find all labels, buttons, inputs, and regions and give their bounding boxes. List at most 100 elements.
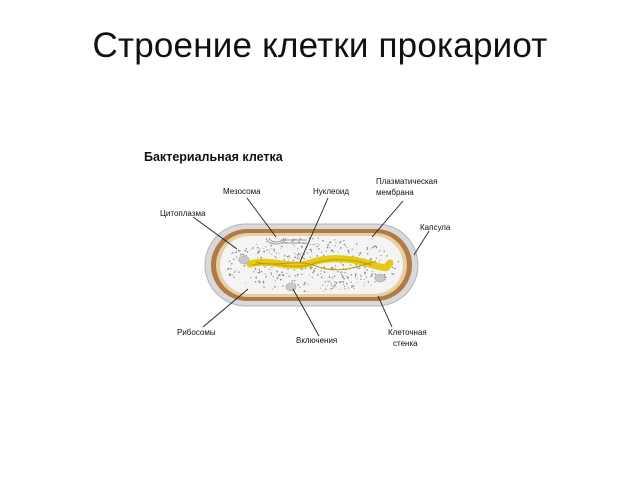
ribosome-dot	[375, 247, 378, 249]
ribosome-dot	[297, 283, 299, 286]
ribosome-dot	[273, 248, 275, 251]
ribosome-dot	[307, 284, 309, 286]
ribosome-dot	[275, 252, 277, 254]
ribosome-dot	[294, 245, 296, 247]
ribosome-dot	[257, 272, 259, 274]
ribosome-dot	[323, 271, 325, 273]
ribosome-dot	[274, 280, 277, 282]
ribosome-dot	[268, 251, 271, 254]
label-cell-wall-line2: стенка	[393, 339, 418, 348]
ribosome-dot	[358, 254, 360, 256]
ribosome-dot	[333, 275, 336, 278]
ribosome-dot	[258, 250, 261, 252]
ribosome-dot	[316, 245, 318, 248]
ribosome-dot	[271, 288, 274, 290]
ribosome-dot	[363, 282, 365, 284]
ribosome-dot	[350, 281, 352, 284]
ribosome-dot	[360, 275, 362, 277]
leader-line-capsule	[413, 230, 430, 256]
ribosome-dot	[343, 239, 345, 242]
ribosome-dot	[253, 271, 255, 273]
ribosome-dot	[303, 283, 305, 286]
ribosome-dot	[294, 275, 297, 277]
leader-line-mesosome	[246, 197, 277, 238]
ribosome-dot	[264, 266, 266, 268]
ribosome-dot	[314, 267, 317, 269]
ribosome-dot	[271, 266, 273, 269]
ribosome-dot	[263, 248, 265, 250]
ribosome-dot	[263, 286, 265, 288]
ribosome-dot	[268, 268, 271, 271]
ribosome-dot	[325, 288, 327, 290]
ribosome-dot	[258, 271, 261, 274]
ribosome-dot	[300, 245, 303, 248]
ribosome-dot	[288, 257, 290, 259]
ribosome-dot	[283, 274, 285, 277]
ribosome-dot	[227, 267, 230, 270]
ribosome-dot	[355, 273, 357, 275]
ribosome-dot	[342, 271, 344, 273]
ribosome-dot	[347, 249, 349, 252]
ribosome-dot	[258, 281, 261, 284]
ribosome-dot	[304, 268, 306, 269]
inclusion-granule	[374, 273, 386, 283]
ribosome-dot	[394, 267, 396, 270]
ribosome-dot	[235, 270, 237, 272]
ribosome-dot	[339, 247, 342, 249]
ribosome-dot	[371, 274, 373, 276]
ribosome-dot	[380, 254, 382, 257]
ribosome-dot	[301, 252, 303, 254]
ribosome-dot	[228, 273, 231, 275]
ribosome-dot	[230, 267, 232, 270]
ribosome-dot	[355, 243, 358, 245]
ribosome-dot	[343, 277, 345, 280]
label-nucleoid: Нуклеоид	[313, 187, 349, 196]
ribosome-dot	[342, 268, 345, 270]
ribosome-dot	[337, 251, 339, 253]
ribosome-dot	[299, 286, 301, 288]
ribosome-dot	[331, 278, 333, 279]
diagram-heading: Бактериальная клетка	[144, 150, 284, 164]
ribosome-dot	[374, 273, 376, 275]
ribosome-dot	[385, 276, 387, 279]
label-ribosomes: Рибосомы	[177, 328, 216, 337]
ribosome-dot	[291, 240, 294, 243]
ribosome-dot	[305, 267, 307, 269]
ribosome-dot	[309, 249, 311, 251]
ribosome-dot	[348, 252, 350, 254]
ribosome-dot	[340, 273, 343, 276]
ribosome-dot	[370, 284, 372, 286]
ribosome-dot	[294, 252, 296, 254]
ribosome-dot	[391, 273, 393, 275]
ribosome-dot	[345, 282, 348, 285]
ribosome-dot	[383, 250, 386, 252]
ribosome-dot	[245, 248, 248, 250]
ribosome-dot	[294, 256, 296, 259]
label-cell-wall-line1: Клеточная	[388, 328, 427, 337]
ribosome-dot	[292, 259, 295, 262]
ribosome-dot	[258, 280, 260, 282]
ribosome-dot	[254, 281, 257, 283]
ribosome-dot	[323, 266, 325, 268]
ribosome-dot	[245, 282, 247, 284]
label-inclusions: Включения	[296, 336, 337, 345]
ribosome-dot	[242, 253, 244, 256]
ribosome-dot	[235, 251, 238, 253]
ribosome-dot	[296, 257, 299, 259]
ribosome-dot	[312, 238, 314, 240]
ribosome-dot	[364, 272, 366, 275]
ribosome-dot	[279, 278, 282, 281]
leader-line-ribosomes	[202, 288, 249, 328]
ribosome-dot	[300, 255, 302, 257]
ribosome-dot	[309, 256, 312, 258]
ribosome-dot	[282, 285, 284, 287]
ribosome-dot	[342, 264, 344, 266]
ribosome-dot	[355, 265, 357, 267]
ribosome-dot	[332, 276, 334, 278]
ribosome-dot	[333, 239, 336, 241]
ribosome-dot	[366, 253, 369, 255]
ribosome-dot	[316, 242, 318, 244]
ribosome-dot	[231, 274, 233, 276]
ribosome-dot	[334, 267, 336, 270]
ribosome-dot	[335, 287, 337, 289]
